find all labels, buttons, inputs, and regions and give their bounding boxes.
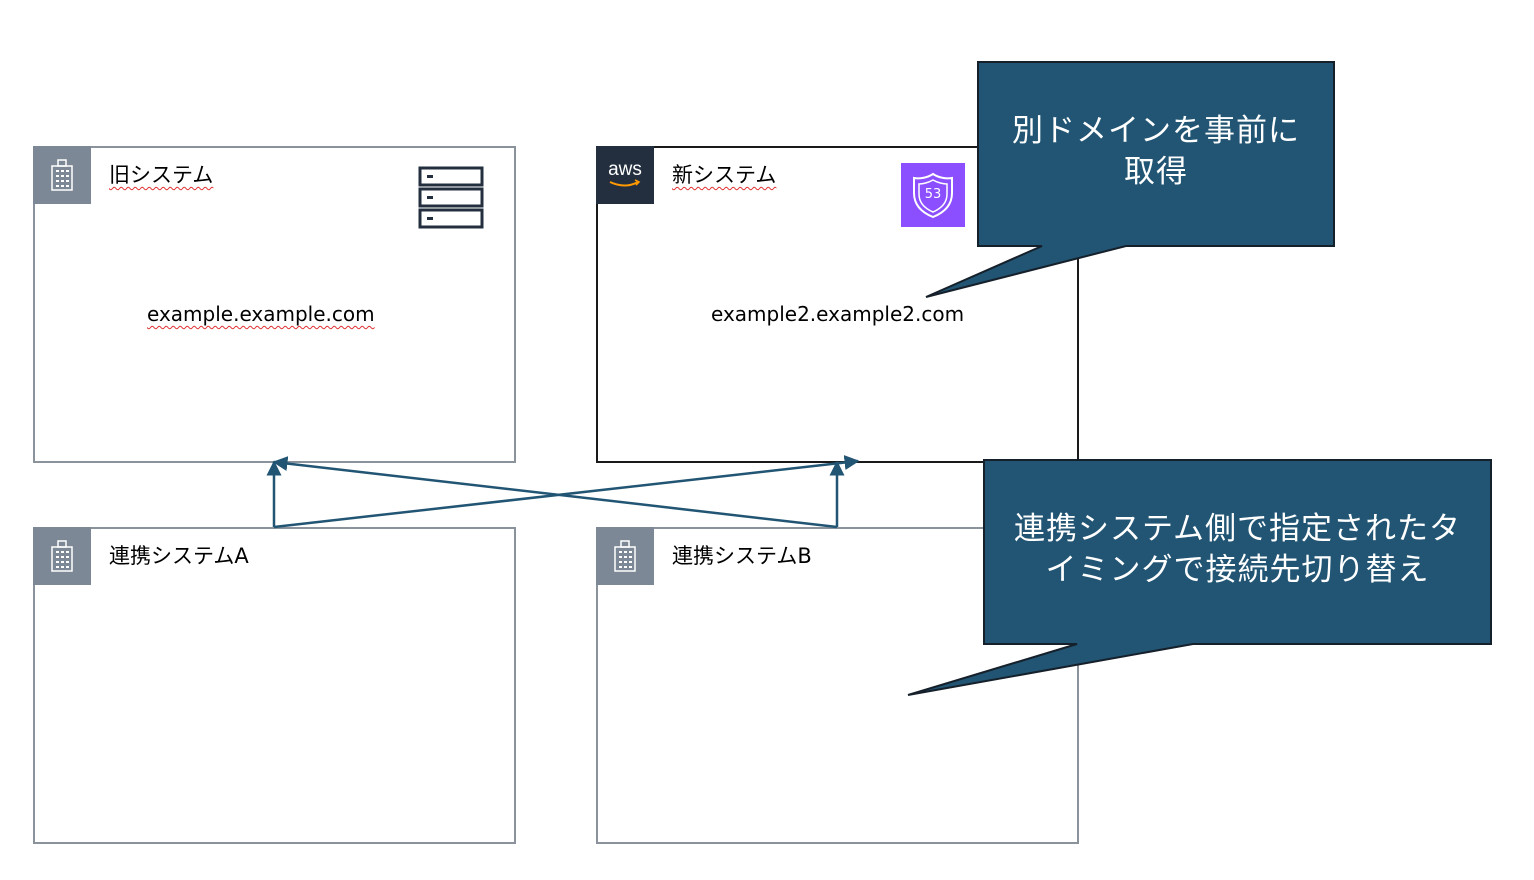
callout-top-line2: 取得 [1124,154,1188,190]
new-system-domain: example2.example2.com [711,302,965,326]
arrow-b-to-old [272,456,838,529]
callout-top-shape [925,61,1335,298]
old-system-domain: example.example.com [147,302,375,326]
old-system-title: 旧システム [109,163,214,187]
callout-bottom-text: 連携システム側で指定されたタ イミングで接続先切り替え [984,509,1491,591]
system-a-title: 連携システムA [109,544,249,568]
building-icon [596,527,654,585]
system-b-title: 連携システムB [672,544,812,568]
callout-top-text: 別ドメインを事前に 取得 [978,111,1334,193]
aws-logo-text: aws [608,159,642,180]
building-icon [33,146,91,204]
callout-bottom-line1: 連携システム側で指定されたタ [1013,511,1462,547]
callout-bottom-shape [907,459,1492,696]
new-system-title: 新システム [672,163,777,187]
arrow-a-to-new [273,455,860,529]
old-system-box: 旧システム example.example.com [33,146,516,463]
aws-logo-icon: aws [596,146,654,204]
callout-top-line1: 別ドメインを事前に [1012,113,1300,149]
callout-bottom-line2: イミングで接続先切り替え [1045,552,1430,588]
route53-label: 53 [924,187,942,202]
building-icon [33,527,91,585]
system-a-box: 連携システムA [33,527,516,844]
route53-icon: 53 [901,163,965,227]
server-icon [418,166,484,234]
